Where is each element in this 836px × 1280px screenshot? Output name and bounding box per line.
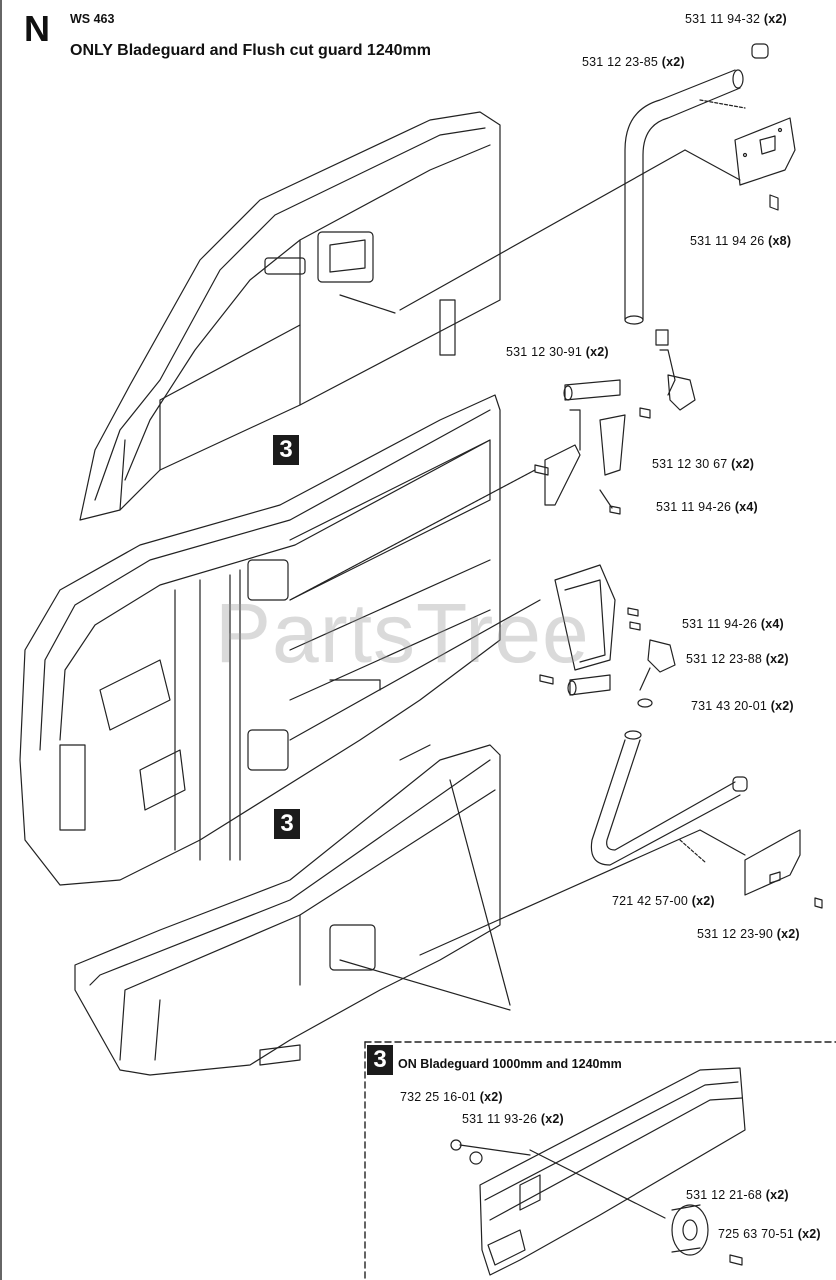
inset-callout-725-63-70-51: 725 63 70-51 (x2) bbox=[718, 1227, 821, 1241]
part-number: 531 12 23-88 bbox=[686, 652, 763, 666]
upper-bracket-assembly bbox=[289, 379, 651, 601]
watermark-text: PartsTree bbox=[215, 586, 590, 680]
bottom-guard bbox=[74, 744, 511, 1076]
ref-badge-3-lower: 3 bbox=[274, 809, 300, 839]
callout-531-12-23-85: 531 12 23-85 (x2) bbox=[582, 55, 685, 69]
page-title: ONLY Bladeguard and Flush cut guard 1240… bbox=[70, 42, 431, 59]
quantity: (x2) bbox=[540, 1112, 564, 1126]
lower-tube-assembly bbox=[419, 730, 823, 956]
part-number: 531 11 94-26 bbox=[682, 617, 758, 631]
quantity: (x2) bbox=[661, 55, 685, 69]
middle-blade-guard bbox=[19, 394, 501, 886]
callout-721-42-57-00: 721 42 57-00 (x2) bbox=[612, 894, 715, 908]
part-number: 531 11 94-26 bbox=[656, 500, 732, 514]
inset-callout-531-11-93-26: 531 11 93-26 (x2) bbox=[462, 1112, 564, 1126]
part-number: 531 12 23-90 bbox=[697, 927, 774, 941]
part-number: 725 63 70-51 bbox=[718, 1227, 795, 1241]
callout-531-11-94-26-x8: 531 11 94 26 (x8) bbox=[690, 234, 791, 248]
quantity: (x4) bbox=[734, 500, 758, 514]
callout-531-12-23-90: 531 12 23-90 (x2) bbox=[697, 927, 800, 941]
callout-531-12-30-91: 531 12 30-91 (x2) bbox=[506, 345, 609, 359]
quantity: (x2) bbox=[765, 1188, 789, 1202]
lower-bracket-assembly bbox=[289, 564, 676, 741]
quantity: (x2) bbox=[479, 1090, 503, 1104]
part-number: 732 25 16-01 bbox=[400, 1090, 477, 1104]
quantity: (x2) bbox=[763, 12, 787, 26]
inset-bladeguard-drawing bbox=[450, 1067, 746, 1276]
quantity: (x2) bbox=[770, 699, 794, 713]
part-number: 731 43 20-01 bbox=[691, 699, 768, 713]
inset-callout-732-25-16-01: 732 25 16-01 (x2) bbox=[400, 1090, 503, 1104]
part-number: 531 11 94-32 bbox=[685, 12, 761, 26]
inset-title: ON Bladeguard 1000mm and 1240mm bbox=[398, 1057, 622, 1071]
quantity: (x2) bbox=[691, 894, 715, 908]
section-letter: N bbox=[24, 8, 50, 49]
quantity: (x4) bbox=[760, 617, 784, 631]
model-label: WS 463 bbox=[70, 12, 115, 26]
quantity: (x2) bbox=[776, 927, 800, 941]
ref-badge-3-upper: 3 bbox=[273, 435, 299, 465]
part-number: 531 12 30 67 bbox=[652, 457, 728, 471]
callout-531-12-30-67: 531 12 30 67 (x2) bbox=[652, 457, 754, 471]
top-flush-cut-guard bbox=[79, 111, 501, 521]
part-number: 531 11 94 26 bbox=[690, 234, 765, 248]
quantity: (x8) bbox=[768, 234, 792, 248]
callout-531-11-94-26-x4-upper: 531 11 94-26 (x4) bbox=[656, 500, 758, 514]
part-number: 531 12 23-85 bbox=[582, 55, 659, 69]
inset-badge: 3 bbox=[367, 1045, 393, 1075]
callout-731-43-20-01: 731 43 20-01 (x2) bbox=[691, 699, 794, 713]
quantity: (x2) bbox=[731, 457, 755, 471]
part-number: 721 42 57-00 bbox=[612, 894, 689, 908]
part-number: 531 12 21-68 bbox=[686, 1188, 763, 1202]
callout-531-11-94-32: 531 11 94-32 (x2) bbox=[685, 12, 787, 26]
top-right-tube-assembly bbox=[399, 43, 796, 411]
callout-531-11-94-26-x4-lower: 531 11 94-26 (x4) bbox=[682, 617, 784, 631]
quantity: (x2) bbox=[765, 652, 789, 666]
inset-callout-531-12-21-68: 531 12 21-68 (x2) bbox=[686, 1188, 789, 1202]
callout-531-12-23-88: 531 12 23-88 (x2) bbox=[686, 652, 789, 666]
part-number: 531 12 30-91 bbox=[506, 345, 583, 359]
part-number: 531 11 93-26 bbox=[462, 1112, 538, 1126]
quantity: (x2) bbox=[585, 345, 609, 359]
quantity: (x2) bbox=[797, 1227, 821, 1241]
